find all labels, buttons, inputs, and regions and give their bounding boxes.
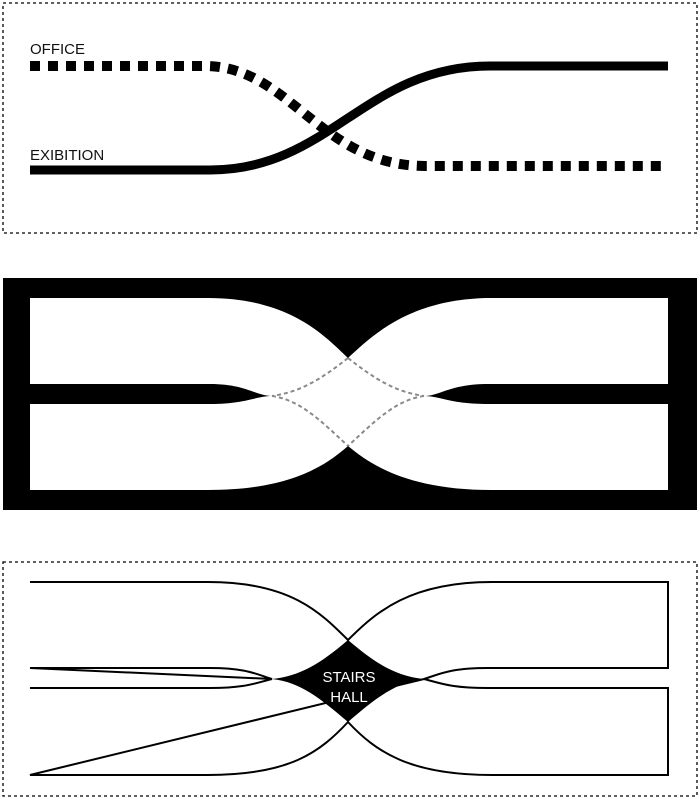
- panel-bottom: STAIRS HALL: [2, 561, 698, 797]
- office-line: [30, 61, 668, 171]
- upper-room-outline: [29, 581, 669, 680]
- stairs-label: STAIRS: [322, 669, 375, 686]
- exhibition-line: [30, 61, 668, 175]
- lower-room-outline: [29, 677, 669, 776]
- stairs-hall: [272, 640, 424, 722]
- panel-middle: [3, 278, 697, 510]
- lower-void: [30, 396, 668, 490]
- crossing-dashes: [271, 357, 425, 447]
- upper-void: [30, 298, 668, 396]
- office-label: OFFICE: [30, 41, 85, 58]
- panel-top: OFFICE EXIBITION: [2, 2, 698, 234]
- exhibition-label: EXIBITION: [30, 147, 104, 164]
- panel-bottom-border: [2, 561, 698, 797]
- hall-label: HALL: [330, 689, 368, 706]
